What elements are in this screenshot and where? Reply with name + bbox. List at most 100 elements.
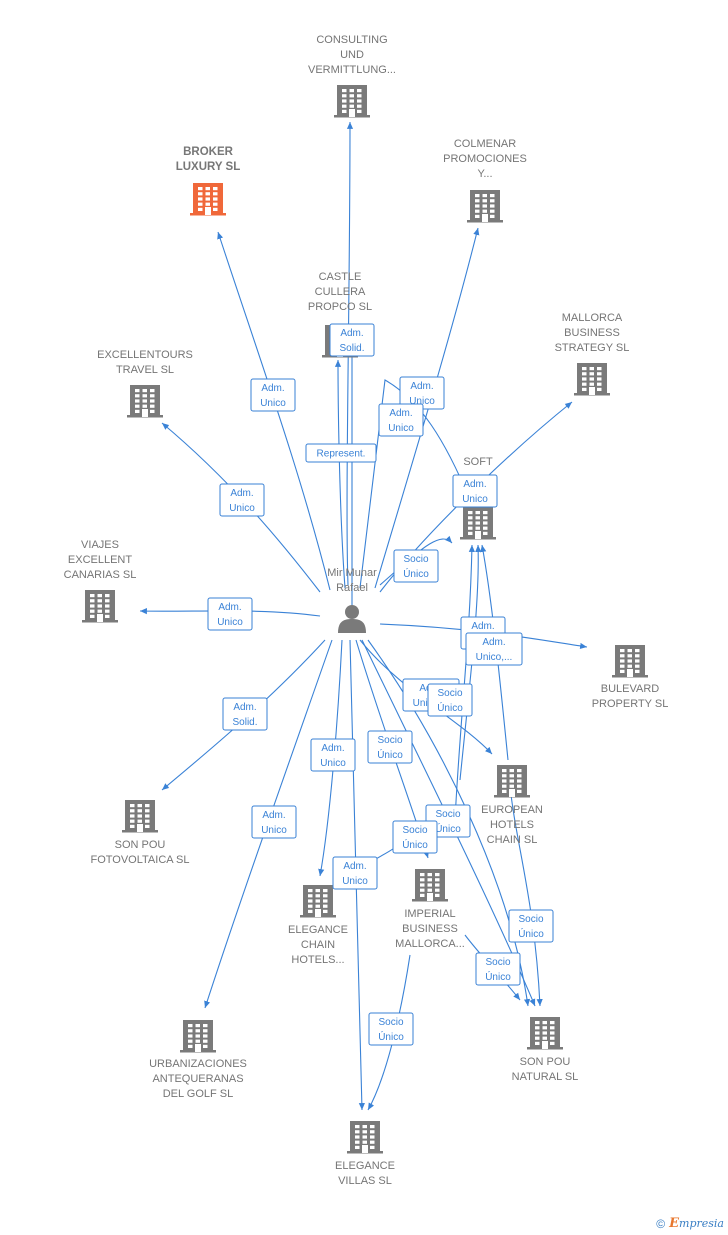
company-node[interactable]: COLMENARPROMOCIONESY... <box>443 138 527 223</box>
company-name-line: SON POU <box>115 839 166 851</box>
company-name-line: URBANIZACIONES <box>149 1058 247 1070</box>
company-node[interactable]: CONSULTINGUNDVERMITTLUNG... <box>308 34 396 118</box>
edge-line <box>349 639 365 1111</box>
company-name-line: CHAIN SL <box>487 834 538 846</box>
building-icon[interactable] <box>190 183 226 216</box>
edge-role-text: Unico <box>409 396 435 407</box>
edge-role-label[interactable]: Adm.Unico <box>250 378 296 412</box>
edge-role-text: Solid. <box>339 343 364 354</box>
building-icon[interactable] <box>127 385 163 418</box>
company-name-line: DEL GOLF SL <box>163 1088 234 1100</box>
company-name-line: EXCELLENT <box>68 554 132 566</box>
building-icon[interactable] <box>574 363 610 396</box>
edge-role-text: Socio <box>378 1017 403 1028</box>
building-icon[interactable] <box>180 1020 216 1053</box>
company-name-line: IMPERIAL <box>404 908 455 920</box>
company-name-line: UND <box>340 49 364 61</box>
edge-role-text: Adm. <box>471 621 494 632</box>
footer-brand[interactable]: © Empresia <box>656 1216 724 1231</box>
building-icon[interactable] <box>334 85 370 118</box>
building-icon[interactable] <box>122 800 158 833</box>
company-name-line: BROKER <box>183 146 234 158</box>
edge-role-text: Adm. <box>261 383 284 394</box>
edge-role-label[interactable]: Adm.Unico <box>378 403 424 437</box>
edge-role-text: Unico <box>217 617 243 628</box>
company-name-line: PROMOCIONES <box>443 153 527 165</box>
building-icon[interactable] <box>82 590 118 623</box>
edge-role-text: Adm. <box>343 861 366 872</box>
edge-role-label[interactable]: Adm.Unico <box>219 483 265 517</box>
edge-role-text: Unico <box>320 758 346 769</box>
building-icon[interactable] <box>412 869 448 902</box>
company-name-line: TRAVEL SL <box>116 364 174 376</box>
company-node[interactable]: IMPERIALBUSINESSMALLORCA... <box>395 869 465 950</box>
building-icon[interactable] <box>612 645 648 678</box>
edge-role-text: Único <box>437 701 463 714</box>
building-icon[interactable] <box>527 1017 563 1050</box>
edge-role-label[interactable]: Represent. <box>305 443 377 463</box>
edge-role-label[interactable]: Adm.Unico <box>332 856 378 890</box>
person-icon[interactable] <box>338 605 366 633</box>
company-name-line: SOFT <box>463 456 493 468</box>
edge-role-label[interactable]: Adm.Unico,... <box>465 632 523 666</box>
company-name-line: CANARIAS SL <box>64 569 137 581</box>
edge-role-text: Socio <box>377 735 402 746</box>
company-name-line: CASTLE <box>319 271 362 283</box>
edge-role-label[interactable]: Adm.Unico <box>310 738 356 772</box>
edge-role-label[interactable]: Adm.Unico <box>251 805 297 839</box>
edge-role-text: Unico <box>261 825 287 836</box>
edge-role-text: Socio <box>403 554 428 565</box>
edge-role-text: Único <box>378 1030 404 1043</box>
edge-role-text: Único <box>402 838 428 851</box>
edge-role-label[interactable]: Adm.Solid. <box>222 697 268 731</box>
edge-role-text: Socio <box>435 809 460 820</box>
company-name-line: EXCELLENTOURS <box>97 349 193 361</box>
edge-role-text: Unico <box>462 494 488 505</box>
company-name-line: MALLORCA... <box>395 938 465 950</box>
company-name-line: ELEGANCE <box>335 1160 395 1172</box>
company-node[interactable]: BROKER LUXURY SL <box>176 146 241 216</box>
edge-role-label[interactable]: Adm.Unico <box>452 474 498 508</box>
company-name-line: ANTEQUERANAS <box>152 1073 243 1085</box>
company-node[interactable]: URBANIZACIONES ANTEQUERANAS DEL GOLF SL <box>149 1020 247 1100</box>
edge-role-label[interactable]: Adm. Solid. <box>329 323 375 357</box>
company-name-line: PROPERTY SL <box>592 698 669 710</box>
company-name-line: EUROPEAN <box>481 804 543 816</box>
edge-role-text: Único <box>435 822 461 835</box>
edge-role-label[interactable]: Adm.Unico <box>207 597 253 631</box>
edge-role-text: Unico,... <box>476 652 513 663</box>
edge-role-text: Adm. <box>410 381 433 392</box>
company-node[interactable]: EXCELLENTOURS TRAVEL SL <box>97 349 193 418</box>
person-name-line: Rafael <box>336 582 368 594</box>
building-icon[interactable] <box>494 765 530 798</box>
edge-line <box>334 359 346 589</box>
edge-role-text: Único <box>485 970 511 983</box>
edge-line <box>359 379 471 589</box>
edge-role-text: Adm. <box>340 328 363 339</box>
company-name-line: HOTELS... <box>291 954 344 966</box>
building-icon[interactable] <box>347 1121 383 1154</box>
edge-role-text: Único <box>377 748 403 761</box>
company-name-line: SON POU <box>520 1056 571 1068</box>
building-icon[interactable] <box>460 507 496 540</box>
company-name-line: LUXURY SL <box>176 161 241 173</box>
company-node[interactable]: ELEGANCECHAINHOTELS... <box>288 885 348 966</box>
company-name-line: STRATEGY SL <box>555 342 630 354</box>
building-icon[interactable] <box>467 190 503 223</box>
building-icon[interactable] <box>300 885 336 918</box>
